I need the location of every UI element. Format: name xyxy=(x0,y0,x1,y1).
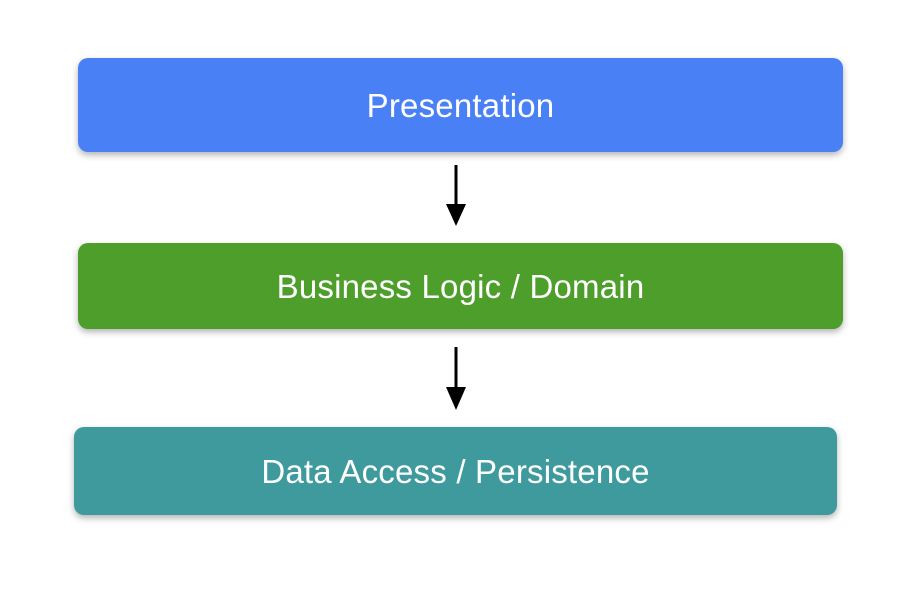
node-business-logic[interactable]: Business Logic / Domain xyxy=(78,243,843,329)
arrow-presentation-to-business-logic xyxy=(437,164,475,227)
down-arrow-icon xyxy=(446,347,466,410)
node-data-access[interactable]: Data Access / Persistence xyxy=(74,427,837,515)
node-data-access-label: Data Access / Persistence xyxy=(261,452,650,490)
node-business-logic-label: Business Logic / Domain xyxy=(276,267,645,305)
arrow-business-logic-to-data-access xyxy=(437,346,475,411)
node-presentation[interactable]: Presentation xyxy=(78,58,843,152)
down-arrow-icon xyxy=(446,165,466,226)
node-presentation-label: Presentation xyxy=(366,86,555,124)
